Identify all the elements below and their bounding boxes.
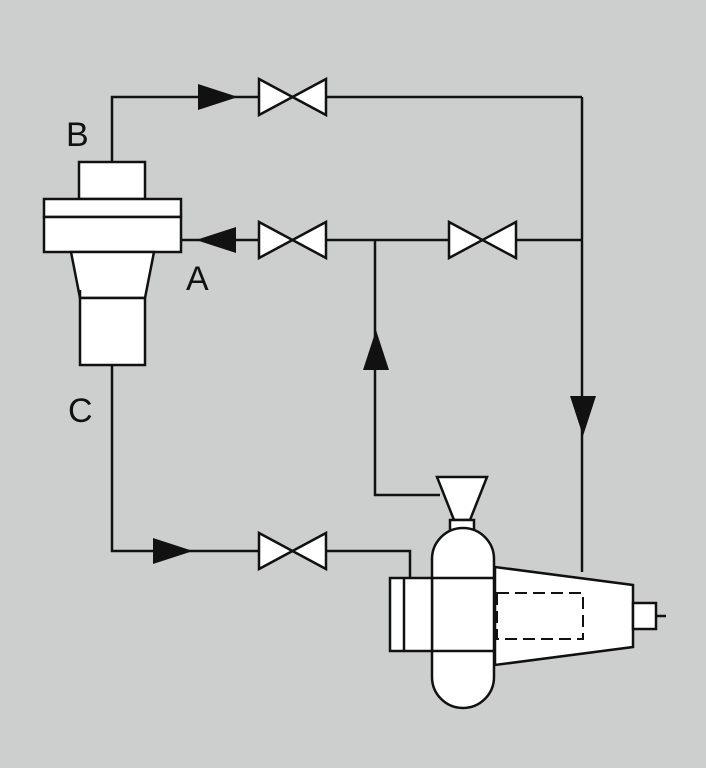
vessel-lower-flange — [42, 215, 183, 254]
arrow-left-icon — [196, 227, 236, 253]
valves — [257, 76, 518, 572]
vessel-upper-flange — [42, 197, 183, 219]
flow-arrows — [153, 84, 596, 564]
vessel-top-cap — [77, 160, 147, 201]
port-b-label: B — [66, 116, 89, 154]
pump-rotor-dashed — [496, 592, 584, 640]
port-c-label: C — [68, 392, 93, 430]
valve-middle-right — [447, 219, 518, 261]
pump-inlet-funnel — [435, 475, 489, 522]
valve-middle-left — [257, 219, 328, 261]
pipe-top-line — [110, 95, 582, 162]
separator-vessel — [42, 160, 183, 367]
pump-casing — [430, 526, 496, 710]
arrow-up-icon — [363, 330, 389, 370]
valve-top-line — [257, 76, 328, 118]
arrow-down-icon — [570, 396, 596, 436]
arrow-right-icon — [198, 84, 238, 110]
pump-suction-flange — [388, 576, 434, 653]
port-a-label: A — [186, 260, 209, 298]
vessel-bottom-body — [78, 296, 147, 367]
pipes — [110, 95, 584, 578]
vessel-conical-body — [69, 250, 156, 300]
centrifugal-pump — [388, 475, 666, 710]
arrow-right-icon — [153, 538, 193, 564]
pump-shaft — [631, 601, 658, 631]
pipe-pump-discharge-branch — [373, 240, 440, 497]
valve-bottom-line — [257, 530, 328, 572]
pump-motor-housing — [493, 565, 635, 667]
